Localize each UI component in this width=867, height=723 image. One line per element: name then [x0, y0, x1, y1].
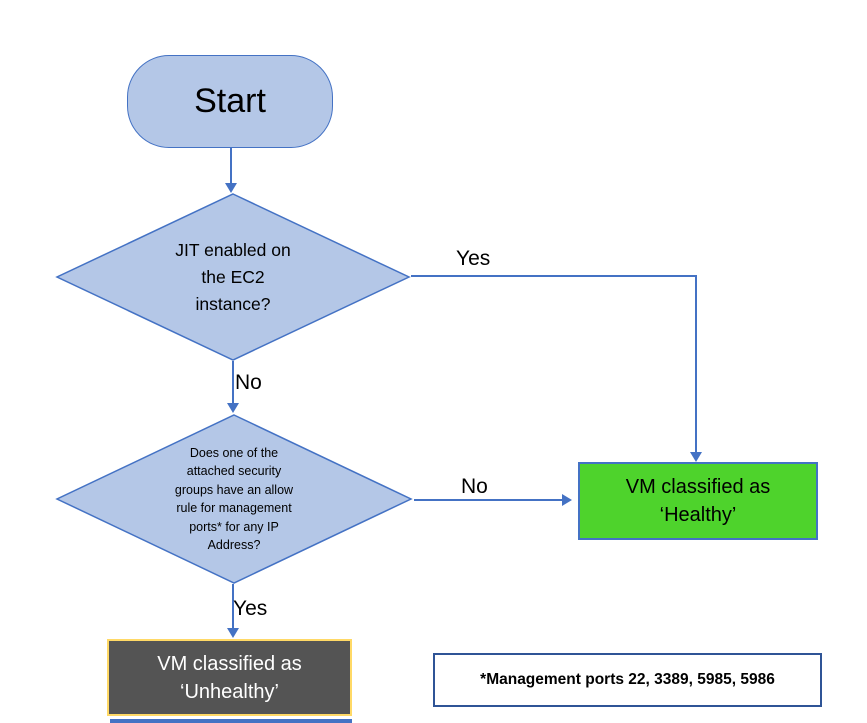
- arrowhead-right-icon: [562, 494, 572, 506]
- edge-label-jit-yes: Yes: [456, 247, 491, 270]
- edge-label-sg-yes: Yes: [233, 597, 268, 620]
- connector-jit-yes-horizontal: [411, 275, 697, 277]
- edge-label-jit-no: No: [235, 371, 262, 394]
- decision-jit-line3: instance?: [195, 293, 271, 314]
- decision-sg-line6: Address?: [207, 538, 261, 552]
- decision-sg-line5: ports* for any IP: [189, 519, 279, 534]
- diamond-shape: [55, 193, 411, 361]
- decision-jit-label: JIT enabled on the EC2 instance?: [55, 193, 411, 361]
- unhealthy-line2: ‘Unhealthy’: [180, 680, 279, 703]
- decision-jit-enabled: JIT enabled on the EC2 instance?: [55, 193, 411, 361]
- decision-jit-line1: JIT enabled on: [175, 239, 291, 260]
- arrowhead-down-icon: [690, 452, 702, 462]
- arrowhead-down-icon: [225, 183, 237, 193]
- diamond-shape: [55, 414, 413, 584]
- decision-sg-line2: attached security: [186, 464, 282, 478]
- connector-jit-no: [232, 361, 234, 405]
- decision-sg-line3: groups have an allow: [174, 482, 294, 497]
- decision-sg-line1: Does one of the: [189, 445, 279, 460]
- decision-security-groups: Does one of the attached security groups…: [55, 414, 413, 584]
- connector-jit-yes-vertical: [695, 275, 697, 455]
- cutoff-shape-edge: [110, 719, 352, 723]
- decision-jit-line2: the EC2: [201, 266, 265, 287]
- management-ports-note-label: *Management ports 22, 3389, 5985, 5986: [480, 671, 775, 688]
- unhealthy-result-box: VM classified as ‘Unhealthy’: [107, 639, 352, 716]
- healthy-line1: VM classified as: [625, 476, 771, 498]
- connector-sg-yes: [232, 584, 234, 630]
- arrowhead-down-icon: [227, 628, 239, 638]
- healthy-line2: ‘Healthy’: [659, 504, 737, 526]
- healthy-result-box: VM classified as ‘Healthy’: [578, 462, 818, 540]
- decision-security-groups-label: Does one of the attached security groups…: [55, 414, 413, 584]
- connector-sg-no: [414, 499, 564, 501]
- start-node: Start: [127, 55, 333, 148]
- connector-start-to-jit: [230, 148, 232, 184]
- unhealthy-line1: VM classified as: [157, 652, 302, 675]
- decision-sg-line4: rule for management: [176, 501, 292, 515]
- start-node-label: Start: [194, 82, 266, 120]
- management-ports-note-box: *Management ports 22, 3389, 5985, 5986: [433, 653, 822, 707]
- arrowhead-down-icon: [227, 403, 239, 413]
- edge-label-sg-no: No: [461, 475, 488, 498]
